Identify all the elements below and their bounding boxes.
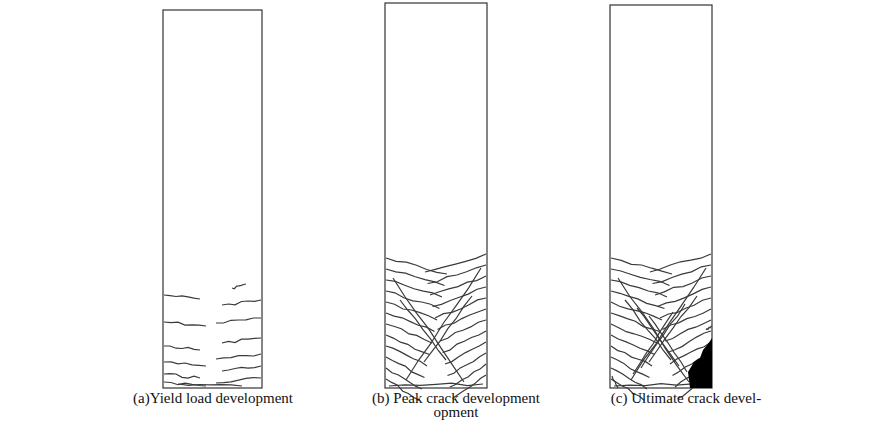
- crack-line: [433, 287, 487, 307]
- crack-line: [425, 254, 486, 272]
- spalled-concrete: [688, 338, 712, 388]
- crack-line: [660, 298, 711, 318]
- wall-specimen-b: [385, 3, 487, 388]
- crack-line: [386, 335, 430, 355]
- crack-line: [386, 280, 442, 297]
- crack-line: [386, 269, 445, 286]
- crack-line: [706, 326, 712, 330]
- crack-line: [406, 268, 481, 380]
- crack-line: [663, 309, 712, 330]
- crack-lines: [164, 254, 712, 401]
- crack-line: [618, 278, 689, 382]
- crack-line: [164, 362, 206, 366]
- crack-line: [650, 254, 711, 272]
- crack-line: [611, 269, 670, 286]
- figure-caption: (a)Yield load development: [133, 391, 293, 405]
- figure-caption: (c) Ultimate crack devel-: [611, 391, 761, 405]
- figure-caption: (b) Peak crack development: [372, 391, 540, 405]
- crack-line: [424, 296, 472, 362]
- crack-line: [386, 302, 437, 320]
- crack-line: [443, 331, 487, 353]
- crack-line: [216, 354, 261, 359]
- figure-caption: opment: [434, 405, 479, 419]
- crack-line: [164, 322, 206, 326]
- crack-line: [386, 346, 427, 366]
- crack-line: [448, 353, 487, 376]
- crack-line: [389, 383, 483, 386]
- crack-line: [164, 346, 200, 350]
- crack-line: [435, 298, 486, 318]
- crack-line: [164, 374, 200, 378]
- crack-line: [633, 312, 673, 374]
- crack-line: [222, 338, 261, 343]
- crack-line: [611, 258, 672, 274]
- crack-line: [216, 318, 261, 323]
- crack-line: [232, 284, 246, 289]
- crack-line: [445, 342, 486, 364]
- crack-line: [400, 300, 446, 360]
- crack-line: [386, 291, 440, 309]
- crack-line: [438, 309, 487, 330]
- crack-line: [164, 295, 200, 299]
- crack-line: [178, 384, 242, 386]
- crack-line: [611, 280, 667, 297]
- crack-line: [222, 300, 261, 305]
- crack-line: [612, 376, 618, 388]
- crack-line: [386, 313, 435, 332]
- wall-specimen-a: [163, 10, 262, 388]
- crack-line: [649, 296, 697, 362]
- crack-line: [222, 366, 261, 371]
- crack-line: [386, 324, 432, 343]
- crack-line: [655, 276, 711, 295]
- wall-specimen-c: [610, 5, 712, 388]
- crack-line: [393, 278, 464, 382]
- crack-line: [430, 276, 486, 295]
- crack-line: [658, 287, 712, 307]
- crack-line: [649, 316, 687, 372]
- crack-line: [216, 378, 261, 383]
